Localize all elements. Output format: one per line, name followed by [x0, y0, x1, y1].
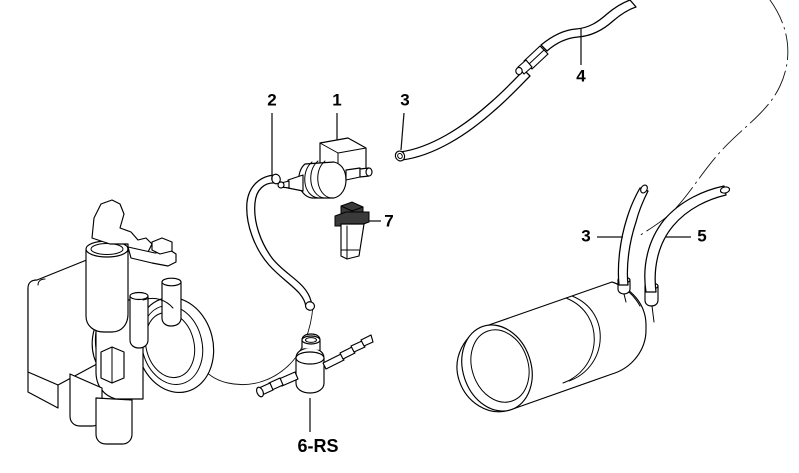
callout-leaders: [271, 28, 691, 432]
callout-label-6rs: 6-RS: [297, 436, 338, 456]
hose-2: [246, 173, 316, 311]
callout-label-3-right: 3: [581, 226, 590, 245]
callout-label-7: 7: [384, 211, 393, 230]
hose-5: [644, 185, 731, 293]
electrical-connector-7: [334, 201, 370, 260]
purge-control-valve: [277, 137, 373, 199]
hose-4: [515, 0, 637, 76]
callout-label-5: 5: [697, 226, 706, 245]
hose-3-right: [617, 184, 649, 286]
callout-label-3-left: 3: [400, 90, 409, 109]
callout-label-2: 2: [267, 90, 276, 109]
callout-label-1: 1: [332, 90, 341, 109]
hose-3-left: [394, 69, 531, 162]
callout-label-4: 4: [576, 66, 586, 85]
throttle-body-assembly: [27, 199, 215, 445]
charcoal-canister: [456, 276, 659, 413]
tee-connector-6rs: [256, 333, 374, 398]
callout-labels: 2 1 3 4 7 3 5 6-RS: [267, 66, 706, 455]
